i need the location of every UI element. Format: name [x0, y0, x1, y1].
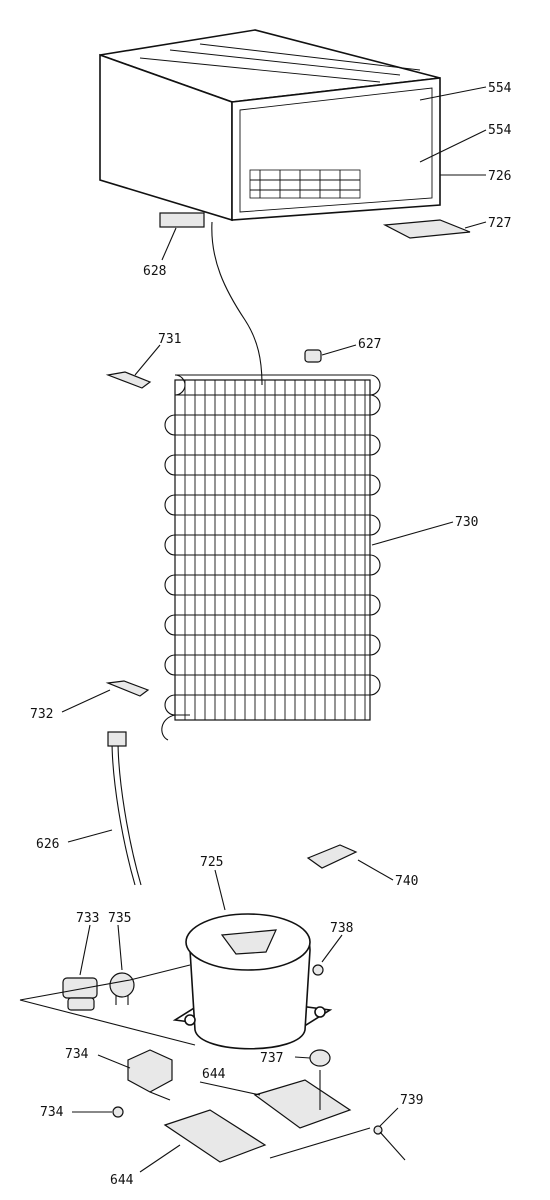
part-label-740: 740 — [395, 874, 418, 889]
capacitor-734 — [127, 1049, 173, 1101]
clip-627 — [304, 349, 322, 363]
part-label-627: 627 — [358, 337, 381, 352]
part-label-734-upper: 734 — [65, 1047, 89, 1062]
capillary-tube — [211, 221, 263, 386]
part-label-730: 730 — [455, 515, 478, 530]
mount-bracket-644b — [163, 1109, 267, 1163]
compressor-725 — [172, 913, 333, 1050]
wiring-outline — [19, 964, 191, 1001]
part-label-738: 738 — [330, 921, 353, 936]
freezer-bracket-727 — [382, 219, 471, 239]
part-label-733: 733 — [76, 911, 99, 926]
power-cord-626 — [111, 739, 142, 886]
part-label-554-lower: 554 — [488, 123, 512, 138]
grommet-737 — [309, 1049, 331, 1067]
part-label-644-upper: 644 — [202, 1067, 226, 1082]
part-label-726: 726 — [488, 169, 511, 184]
overload-735 — [109, 972, 135, 1005]
grommet-738 — [312, 964, 324, 976]
freezer-compartment — [99, 29, 441, 222]
clip-732 — [105, 680, 150, 697]
part-label-732: 732 — [30, 707, 53, 722]
part-label-626: 626 — [36, 837, 59, 852]
condenser — [161, 374, 381, 741]
part-label-554-upper: 554 — [488, 81, 512, 96]
cord-plug — [107, 731, 127, 747]
relay-733 — [62, 977, 98, 1011]
part-label-734-lower: 734 — [40, 1105, 64, 1120]
bracket-740 — [306, 844, 358, 869]
mount-bracket-644a — [253, 1079, 352, 1129]
part-label-731: 731 — [158, 332, 181, 347]
part-label-735: 735 — [108, 911, 131, 926]
part-label-739: 739 — [400, 1093, 423, 1108]
clip-731 — [105, 371, 152, 389]
part-label-644-lower: 644 — [110, 1173, 134, 1188]
part-label-725: 725 — [200, 855, 223, 870]
part-label-737: 737 — [260, 1051, 283, 1066]
part-label-727: 727 — [488, 216, 511, 231]
bracket-628 — [159, 212, 205, 228]
part-label-628: 628 — [143, 264, 166, 279]
leader-lines — [61, 86, 487, 1173]
screw-734 — [112, 1106, 124, 1118]
